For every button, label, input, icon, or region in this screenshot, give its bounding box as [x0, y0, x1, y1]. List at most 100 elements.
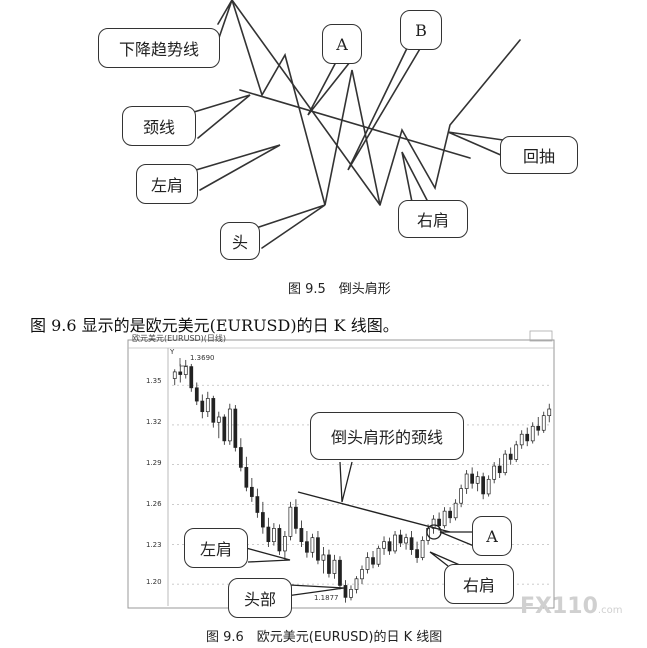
candlesticks — [172, 359, 552, 603]
pointer-right-shoulder-96 — [429, 551, 463, 567]
candle-body-up — [503, 453, 508, 474]
callout-pointer-neckline — [193, 94, 251, 139]
callout-pointer-left-shoulder — [195, 144, 281, 191]
candle — [272, 523, 276, 546]
candle-body-up — [453, 502, 458, 519]
candle-body-down — [497, 465, 502, 474]
candle — [481, 472, 486, 500]
candle — [332, 554, 337, 579]
candle — [283, 531, 287, 561]
candle-body-down — [261, 512, 265, 528]
candle — [486, 475, 491, 497]
pointer-left-shoulder-96 — [245, 547, 291, 563]
candle — [453, 499, 458, 521]
candle-body-down — [255, 496, 260, 513]
candle-body-down — [189, 366, 194, 389]
candle — [183, 359, 188, 379]
low-price-label: 1.1877 — [314, 594, 339, 602]
callout-pointer-right-shoulder — [401, 151, 429, 203]
y-tick-label: 1.35 — [146, 377, 162, 385]
candle-body-down — [222, 416, 227, 442]
label-neckline: 颈线 — [122, 106, 196, 146]
candle-body-up — [464, 473, 469, 489]
candle-body-up — [321, 554, 326, 561]
candle — [200, 394, 205, 419]
candle — [371, 550, 375, 569]
neckline-line — [239, 89, 471, 159]
candle-body-up — [216, 416, 221, 423]
candle-body-down — [387, 541, 392, 552]
candle-body-down — [409, 537, 414, 550]
candle-body-down — [536, 425, 541, 431]
callout-pointer-b — [347, 41, 425, 171]
price-path — [231, 0, 521, 206]
candle-body-down — [316, 537, 320, 561]
label-pullback: 回抽 — [500, 136, 578, 174]
label-head: 头 — [220, 222, 260, 260]
candle-body-up — [442, 510, 447, 527]
candle-body-down — [266, 526, 271, 543]
y-tick-label: 1.23 — [146, 541, 162, 549]
label-point-a: A — [322, 24, 362, 64]
callout-pointer-pullback — [447, 131, 504, 157]
y-tick-label: 1.26 — [146, 500, 162, 508]
label-head-96: 头部 — [228, 578, 292, 618]
candle-body-up — [272, 528, 276, 543]
candle — [393, 531, 397, 554]
y-tick-label: 1.32 — [146, 418, 162, 426]
candle — [464, 470, 469, 494]
candle — [536, 416, 541, 436]
candle-body-up — [365, 557, 370, 570]
candle — [376, 545, 381, 567]
candle — [294, 499, 298, 534]
candle — [360, 565, 364, 585]
candle — [216, 411, 221, 439]
candle — [238, 438, 243, 472]
callout-pointer-a — [307, 61, 351, 116]
candle-body-down — [238, 447, 243, 468]
candle — [387, 537, 392, 555]
pointer-neckline-96 — [339, 461, 353, 503]
candle — [178, 363, 183, 383]
candle — [349, 585, 353, 601]
candle — [398, 529, 403, 547]
label-a-96: A — [472, 516, 512, 556]
candle — [365, 552, 370, 574]
candle — [288, 501, 293, 541]
candle-body-up — [459, 488, 463, 504]
downtrend-line — [231, 0, 381, 206]
y-tick-label: 1.20 — [146, 578, 162, 586]
candle-body-up — [310, 537, 315, 553]
candle — [503, 450, 508, 476]
label-left-shoulder: 左肩 — [136, 164, 198, 204]
candle-body-up — [530, 425, 535, 442]
candle-body-down — [294, 506, 298, 529]
candle — [530, 422, 535, 444]
candle — [492, 462, 497, 484]
candle-body-up — [283, 536, 287, 552]
candle — [189, 363, 194, 392]
candle — [233, 405, 238, 452]
candle — [211, 395, 216, 428]
candle-body-down — [508, 453, 513, 460]
candle — [261, 501, 265, 534]
figure-96-caption: 图 9.6 欧元美元(EURUSD)的日 K 线图 — [206, 630, 443, 645]
label-left-shoulder-96: 左肩 — [184, 528, 248, 568]
y-tick-label: 1.29 — [146, 459, 162, 467]
candle-body-down — [525, 433, 530, 442]
candle — [172, 369, 177, 386]
high-price-label: 1.3690 — [190, 354, 215, 362]
watermark: FX110.com — [520, 594, 623, 619]
candle — [205, 391, 210, 417]
candle — [249, 478, 254, 502]
candle-body-up — [205, 398, 210, 413]
callout-pointer-head — [255, 204, 326, 249]
candle — [222, 414, 227, 445]
candle — [227, 403, 232, 445]
candle-body-down — [178, 371, 183, 375]
candle-body-down — [249, 486, 254, 497]
candle — [266, 517, 271, 547]
candle — [475, 471, 480, 492]
